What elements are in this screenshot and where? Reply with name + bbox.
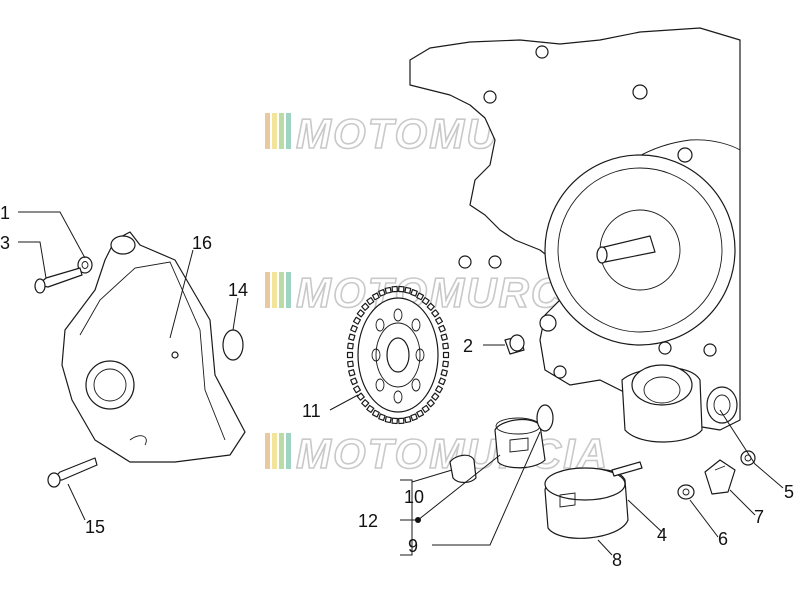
- gear-tooth: [431, 392, 440, 401]
- gear-hole: [411, 318, 421, 332]
- screw-15: [47, 457, 98, 488]
- gear-tooth: [356, 392, 365, 401]
- gear-tooth: [350, 377, 358, 386]
- callout-2: 2: [463, 336, 473, 356]
- gear-tooth: [350, 324, 358, 333]
- sensor-7: [704, 459, 736, 495]
- gear-tooth: [347, 360, 354, 368]
- callout-8: 8: [612, 550, 622, 570]
- gear-tooth: [434, 316, 444, 325]
- callout-9: 9: [408, 536, 418, 556]
- callout-14: 14: [228, 280, 248, 300]
- gear-11: [346, 285, 450, 425]
- o-ring-filter: [536, 404, 554, 432]
- gear-tooth: [361, 302, 370, 311]
- engine-crankcase: [409, 27, 741, 443]
- gear-tooth: [347, 342, 354, 350]
- gear-tooth: [371, 409, 380, 418]
- oil-filter-8: [544, 467, 629, 539]
- gear-tooth: [440, 369, 448, 377]
- gear-tooth: [384, 286, 392, 294]
- oil-strainer-9: [494, 417, 546, 469]
- gear-tooth: [398, 417, 405, 425]
- gear-tooth: [434, 385, 444, 394]
- gear-tooth: [366, 296, 375, 306]
- gear-tooth: [442, 342, 449, 350]
- leader-lines: [18, 211, 784, 556]
- washer-5: [740, 450, 756, 466]
- gear-tooth: [404, 286, 412, 294]
- gear-tooth: [416, 409, 425, 418]
- pin-2: [504, 334, 525, 355]
- o-ring-14: [222, 329, 244, 361]
- callout-labels: 1 2 3 4 5 6 7 8 9 10 11 12 14 15 16: [0, 203, 794, 570]
- gear-tooth: [352, 316, 362, 325]
- gear-hole: [375, 318, 385, 332]
- cap-10: [449, 454, 477, 484]
- gear-tooth: [410, 289, 418, 297]
- gear-tooth: [438, 377, 446, 386]
- gear-hole: [393, 308, 403, 322]
- gear-tooth: [440, 333, 448, 341]
- gear-hole: [371, 348, 381, 362]
- callout-16: 16: [192, 233, 212, 253]
- callout-10: 10: [404, 487, 424, 507]
- gear-tooth: [404, 416, 412, 424]
- washer-6: [677, 484, 695, 500]
- callout-5: 5: [784, 482, 794, 502]
- gear-hole: [415, 348, 425, 362]
- callout-3: 3: [0, 233, 10, 253]
- gear-tooth: [348, 369, 356, 377]
- stud-4: [611, 461, 643, 477]
- gear-tooth: [410, 413, 418, 421]
- watermark-bottom: MOTOMURCIA: [265, 429, 608, 478]
- gear-tooth: [426, 399, 435, 408]
- gear-tooth: [378, 413, 386, 421]
- gear-tooth: [416, 292, 425, 301]
- callout-15: 15: [85, 517, 105, 537]
- gear-tooth: [438, 324, 446, 333]
- gear-tooth: [346, 351, 354, 359]
- gear-tooth: [442, 360, 449, 368]
- gear-tooth: [371, 292, 380, 301]
- gear-tooth: [398, 285, 405, 293]
- gear-tooth: [426, 302, 435, 311]
- gear-tooth: [442, 351, 450, 359]
- gear-hole: [375, 378, 385, 392]
- callout-12: 12: [358, 511, 378, 531]
- callout-4: 4: [657, 525, 667, 545]
- gear-tooth: [391, 417, 398, 425]
- gear-tooth: [356, 309, 365, 318]
- gear-tooth: [378, 289, 386, 297]
- gear-tooth: [431, 309, 440, 318]
- gear-tooth: [361, 399, 370, 408]
- gear-tooth: [421, 296, 430, 306]
- gear-tooth: [352, 385, 362, 394]
- gear-tooth: [384, 416, 392, 424]
- flywheel-cover: [61, 231, 246, 463]
- gear-tooth: [348, 333, 356, 341]
- gear-tooth: [391, 285, 398, 293]
- callout-6: 6: [718, 529, 728, 549]
- screw-3: [34, 267, 83, 294]
- callout-7: 7: [754, 507, 764, 527]
- callout-11: 11: [302, 401, 321, 421]
- gear-hole: [393, 390, 403, 404]
- callout-1: 1: [0, 203, 10, 223]
- gear-tooth: [366, 404, 375, 414]
- gear-hole: [411, 378, 421, 392]
- group-dot: [415, 517, 421, 523]
- gear-tooth: [421, 404, 430, 414]
